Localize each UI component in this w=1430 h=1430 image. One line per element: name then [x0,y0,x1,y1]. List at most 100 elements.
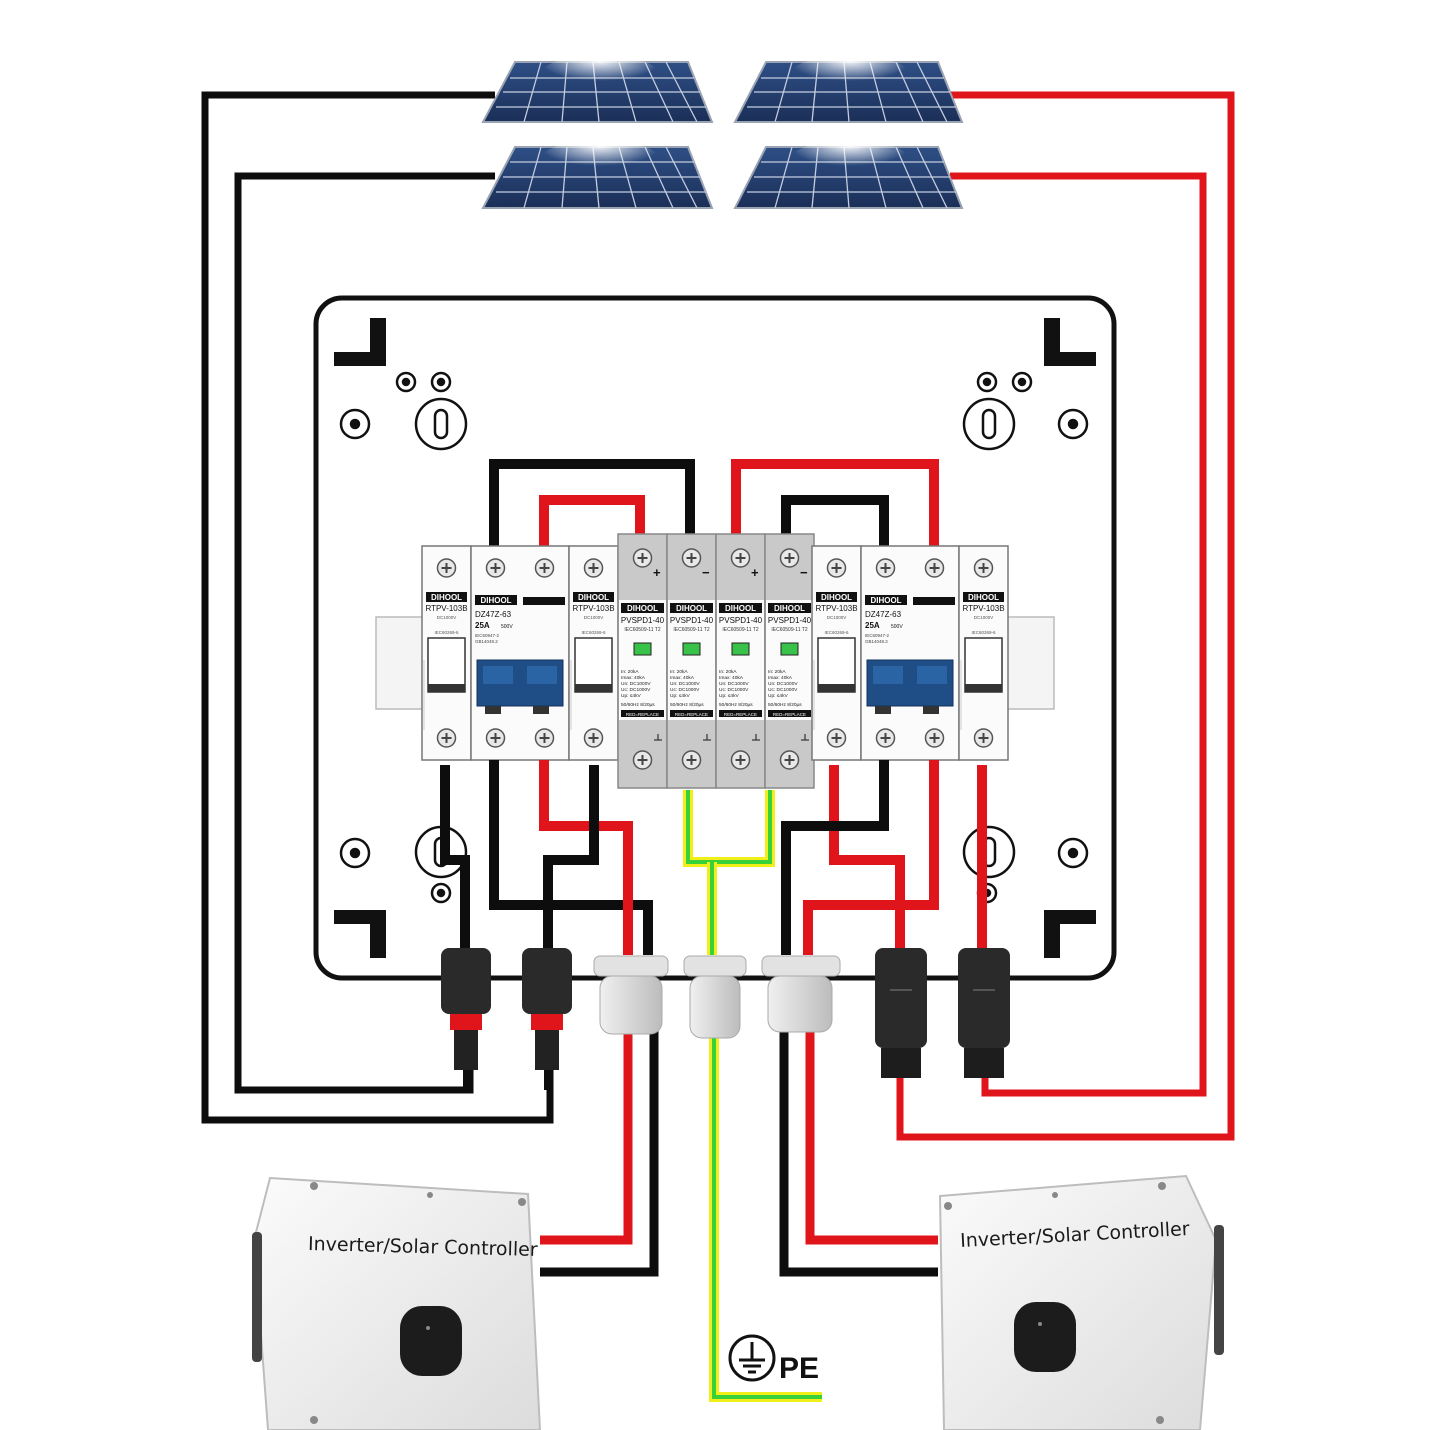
fuse-brand-label: DIHOOL [821,593,852,602]
svg-text:500V: 500V [501,624,513,630]
spd-brand-label: DIHOOL [627,604,658,613]
wire-string2-positive [950,172,1207,1097]
svg-text:IEC60509-11 T2: IEC60509-11 T2 [722,627,758,633]
svg-text:IEC60947-2: IEC60947-2 [865,633,890,638]
fuse-holder: DIHOOL RTPV-103B DC1000V IEC60269-6 [958,545,1009,761]
corner-brackets [334,318,1096,958]
svg-text:Un: DC1000V: Un: DC1000V [670,681,700,687]
din-modules: DIHOOL RTPV-103B DC1000V IEC60269-6 DIHOOL DZ… [421,533,1009,789]
mc4-connector-left-2 [522,948,572,1090]
svg-text:In: 20kA: In: 20kA [719,669,737,675]
svg-text:In: 20kA: In: 20kA [621,669,639,675]
svg-text:500V: 500V [891,624,903,630]
svg-text:IEC60269-6: IEC60269-6 [581,630,606,635]
svg-text:RED=REPLACE: RED=REPLACE [626,712,659,717]
svg-text:RED=REPLACE: RED=REPLACE [724,712,757,717]
fuse-model-label: RTPV-103B [425,604,467,613]
svg-text:IEC60509-11 T2: IEC60509-11 T2 [673,627,709,633]
spd-terminal-label: + [653,565,661,580]
fuse-model-label: RTPV-103B [572,604,614,613]
svg-text:In: 20kA: In: 20kA [670,669,688,675]
spd-brand-label: DIHOOL [725,604,756,613]
svg-text:Un: DC1000V: Un: DC1000V [719,681,749,687]
breaker-model-label: DZ47Z-63 [865,610,902,619]
mc4-connector-right-2 [958,948,1010,1078]
svg-text:DC1000V: DC1000V [974,615,994,620]
inverter-right [938,1174,1224,1430]
svg-text:GB14048.2: GB14048.2 [475,639,498,644]
earth-icon [728,1334,776,1382]
spd-terminal-label: − [702,565,710,580]
svg-text:Up: ≤4kV: Up: ≤4kV [719,693,739,699]
breaker-current-label: 25A [475,621,490,630]
svg-text:Uc: DC1000V: Uc: DC1000V [768,687,798,693]
solar-panel-4 [733,140,964,209]
svg-text:Un: DC1000V: Un: DC1000V [768,681,798,687]
output-wires [540,1030,938,1402]
svg-text:Imax: 40kA: Imax: 40kA [621,675,646,681]
svg-text:IEC60269-6: IEC60269-6 [824,630,849,635]
svg-text:IEC60509-11 T2: IEC60509-11 T2 [624,627,660,633]
fuse-brand-label: DIHOOL [431,593,462,602]
svg-text:50/60Hz 8/20µs: 50/60Hz 8/20µs [670,702,704,708]
spd-brand-label: DIHOOL [774,604,805,613]
mounting-holes [339,371,1089,904]
svg-text:RED=REPLACE: RED=REPLACE [773,712,806,717]
fuse-model-label: RTPV-103B [962,604,1004,613]
svg-text:Up: ≤4kV: Up: ≤4kV [621,693,641,699]
pe-label: PE [779,1352,820,1385]
wire-string1-positive [896,91,1235,1141]
svg-text:DC1000V: DC1000V [584,615,604,620]
svg-text:RED=REPLACE: RED=REPLACE [675,712,708,717]
inverter-right-display [1014,1302,1076,1372]
spd-model-label: PVSPD1-40 [719,616,763,625]
svg-text:Uc: DC1000V: Uc: DC1000V [621,687,651,693]
svg-text:50/60Hz 8/20µs: 50/60Hz 8/20µs [768,702,802,708]
fuse-holder: DIHOOL RTPV-103B DC1000V IEC60269-6 [811,545,862,761]
string-wires [201,91,1235,1141]
internal-top-wires [489,459,939,572]
solar-panel-3 [481,140,714,209]
solar-panel-2 [733,55,964,123]
svg-text:50/60Hz 8/20µs: 50/60Hz 8/20µs [719,702,753,708]
fuse-model-label: RTPV-103B [815,604,857,613]
svg-text:Up: ≤4kV: Up: ≤4kV [670,693,690,699]
svg-text:GB14048.2: GB14048.2 [865,639,888,644]
cable-gland-3 [761,955,841,1033]
spd-brand-label: DIHOOL [676,604,707,613]
cable-gland-1 [593,955,669,1035]
svg-text:Uc: DC1000V: Uc: DC1000V [719,687,749,693]
cable-gland-2 [683,955,747,1039]
solar-panel-1 [481,55,714,123]
wire-string1-negative [201,91,554,1124]
spd-terminal-label: + [751,565,759,580]
breaker-current-label: 25A [865,621,880,630]
breaker-model-label: DZ47Z-63 [475,610,512,619]
spd-model-label: PVSPD1-40 [621,616,665,625]
solar-panels [481,55,964,209]
svg-text:Imax: 40kA: Imax: 40kA [719,675,744,681]
svg-text:Up: ≤4kV: Up: ≤4kV [768,693,788,699]
svg-text:Uc: DC1000V: Uc: DC1000V [670,687,700,693]
wire-string2-negative [234,172,495,1094]
svg-text:IEC60947-2: IEC60947-2 [475,633,500,638]
inverter-left-display [400,1306,462,1376]
svg-text:50/60Hz 8/20µs: 50/60Hz 8/20µs [621,702,655,708]
svg-text:In: 20kA: In: 20kA [768,669,786,675]
fuse-brand-label: DIHOOL [968,593,999,602]
breaker-brand-label: DIHOOL [480,596,511,605]
svg-text:DC1000V: DC1000V [827,615,847,620]
svg-text:IEC60269-6: IEC60269-6 [434,630,459,635]
cable-glands [593,955,841,1039]
svg-text:Un: DC1000V: Un: DC1000V [621,681,651,687]
svg-text:IEC60269-6: IEC60269-6 [971,630,996,635]
